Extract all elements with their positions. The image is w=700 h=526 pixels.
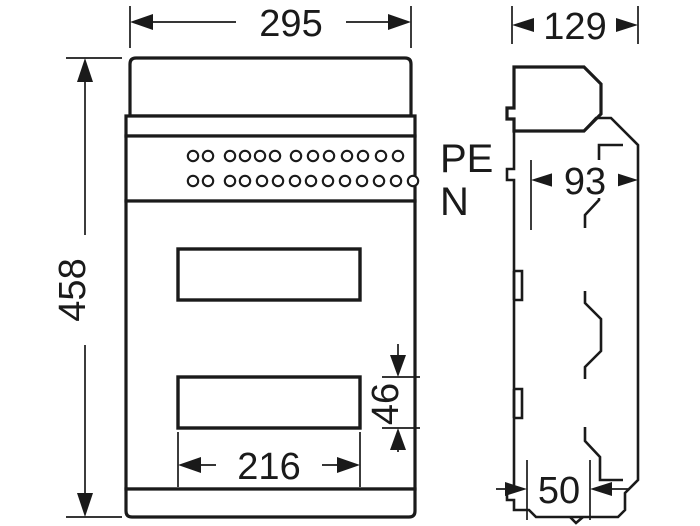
arrow-head-right (337, 457, 360, 473)
dimension-295: 295 (129, 2, 412, 48)
vent-hole (288, 174, 302, 188)
arrow-head-right (590, 482, 612, 496)
side-bottom-foot (569, 516, 584, 525)
vent-hole (355, 174, 369, 188)
dimension-46: 46 (365, 344, 420, 452)
arrow-head-down (390, 355, 406, 377)
vent-hole (356, 149, 370, 163)
vent-hole-row-bottom (186, 174, 420, 188)
pe-n-label-group: PE N (440, 137, 493, 224)
vent-hole (391, 149, 405, 163)
front-lid-top-band (128, 56, 413, 118)
dimension-label-458: 458 (52, 258, 94, 321)
arrow-head-up (390, 428, 406, 450)
vent-hole-row-top (186, 149, 405, 163)
dimension-label-129: 129 (543, 6, 606, 48)
arrow-head-left (512, 18, 534, 32)
dimension-50: 50 (496, 460, 628, 520)
arrow-head-bottom (77, 493, 93, 517)
label-pe: PE (440, 137, 493, 181)
arrow-head-right (616, 18, 638, 32)
vent-hole (201, 174, 215, 188)
arrow-head-left (130, 14, 153, 30)
vent-hole (321, 174, 335, 188)
vent-hole (255, 174, 269, 188)
front-base-band (124, 487, 417, 519)
vent-hole (223, 149, 237, 163)
vent-hole (338, 174, 352, 188)
vent-hole (223, 174, 237, 188)
arrow-head-left (505, 482, 527, 496)
vent-hole (253, 149, 267, 163)
dim-text-bg (236, 2, 346, 42)
vent-hole (372, 174, 386, 188)
dimension-label-216: 216 (237, 446, 300, 488)
panel-window-upper (176, 247, 362, 302)
dim-text-bg (552, 160, 618, 198)
dimension-label-50: 50 (538, 470, 580, 512)
vent-hole (306, 149, 320, 163)
side-view-group (505, 65, 640, 525)
vent-hole (238, 149, 252, 163)
dim-text-bg (532, 467, 588, 507)
vent-hole (389, 174, 403, 188)
vent-hole (271, 174, 285, 188)
dimension-458: 458 (52, 57, 122, 518)
vent-hole (340, 149, 354, 163)
side-mount-notch-upper (514, 269, 524, 302)
side-top-head (505, 65, 603, 133)
arrow-head-right (388, 14, 411, 30)
dim-text-bg (65, 235, 105, 345)
dimension-label-93: 93 (564, 161, 606, 203)
dimension-label-46: 46 (365, 383, 407, 425)
dimension-216: 216 (177, 432, 361, 488)
dim-text-bg (534, 5, 616, 43)
label-n: N (440, 180, 469, 224)
dimension-label-295: 295 (259, 3, 322, 45)
arrow-head-right (616, 173, 638, 187)
dimension-129: 129 (511, 5, 639, 48)
vent-hole (289, 149, 303, 163)
vent-hole (304, 174, 318, 188)
side-main-body (505, 116, 640, 519)
vent-hole (186, 174, 200, 188)
dimension-93: 93 (530, 150, 639, 230)
panel-window-lower (176, 375, 362, 430)
vent-hole (238, 174, 252, 188)
side-mount-notch-lower (514, 387, 524, 420)
arrow-head-top (77, 58, 93, 82)
dim-text-bg (216, 445, 322, 485)
arrow-head-left (178, 457, 201, 473)
arrow-head-left (531, 173, 553, 187)
front-lid-lower-band (124, 114, 417, 138)
vent-hole (201, 149, 215, 163)
side-inner-rail-lower (583, 427, 623, 482)
side-inner-rail-middle (583, 291, 603, 379)
vent-hole (374, 149, 388, 163)
vent-hole (186, 149, 200, 163)
vent-hole (268, 149, 282, 163)
vent-hole (406, 174, 420, 188)
front-vent-band (124, 134, 417, 203)
front-view-group (124, 56, 420, 519)
side-inner-rail-upper (583, 143, 623, 228)
vent-hole (322, 149, 336, 163)
